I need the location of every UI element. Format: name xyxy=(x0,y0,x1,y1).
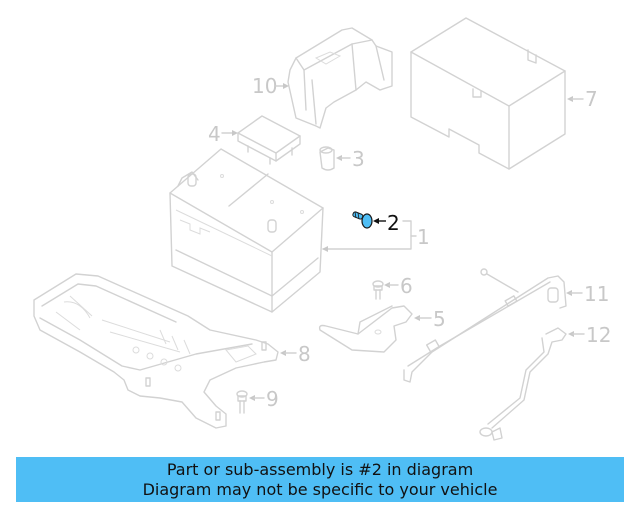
svg-text:1: 1 xyxy=(417,225,430,249)
svg-text:5: 5 xyxy=(433,307,446,331)
callout-4[interactable]: 4 xyxy=(208,122,238,146)
banner-disclaimer: Diagram may not be specific to your vehi… xyxy=(142,479,498,499)
part-7-battery-cover[interactable] xyxy=(410,17,566,170)
part-4-terminal-cover[interactable] xyxy=(237,115,301,165)
svg-text:4: 4 xyxy=(208,122,221,146)
part-12-ground-cable[interactable] xyxy=(479,327,567,441)
parts-diagram: 7 10 4 3 xyxy=(33,17,611,441)
callout-9[interactable]: 9 xyxy=(249,387,279,411)
part-1-battery[interactable] xyxy=(169,148,324,313)
svg-text:2: 2 xyxy=(387,211,400,235)
callout-11[interactable]: 11 xyxy=(566,282,609,306)
callout-12[interactable]: 12 xyxy=(568,323,611,347)
part-2-bolt[interactable] xyxy=(352,211,373,229)
callout-7[interactable]: 7 xyxy=(567,87,598,111)
svg-text:12: 12 xyxy=(586,323,611,347)
part-11-battery-cable[interactable] xyxy=(403,268,567,383)
callout-2[interactable]: 2 xyxy=(373,211,400,235)
info-banner: Part or sub-assembly is #2 in diagram Di… xyxy=(16,457,624,502)
part-8-battery-tray[interactable] xyxy=(33,273,279,429)
part-9-bolt[interactable] xyxy=(236,390,248,414)
callout-8[interactable]: 8 xyxy=(280,342,311,366)
svg-text:10: 10 xyxy=(252,74,277,98)
svg-text:6: 6 xyxy=(400,274,413,298)
svg-text:9: 9 xyxy=(266,387,279,411)
callout-3[interactable]: 3 xyxy=(336,147,365,171)
banner-part-note: Part or sub-assembly is #2 in diagram xyxy=(166,459,474,479)
callout-5[interactable]: 5 xyxy=(414,307,446,331)
callout-6[interactable]: 6 xyxy=(384,274,413,298)
callout-10[interactable]: 10 xyxy=(252,74,289,98)
part-5-hold-down-bracket[interactable] xyxy=(318,305,413,353)
part-10-battery-holder[interactable] xyxy=(287,27,393,129)
callout-1[interactable]: 1 xyxy=(322,220,430,252)
svg-text:3: 3 xyxy=(352,147,365,171)
part-3-terminal-cap[interactable] xyxy=(319,146,335,171)
part-6-bolt[interactable] xyxy=(372,280,384,300)
svg-text:8: 8 xyxy=(298,342,311,366)
svg-text:11: 11 xyxy=(584,282,609,306)
svg-text:7: 7 xyxy=(585,87,598,111)
